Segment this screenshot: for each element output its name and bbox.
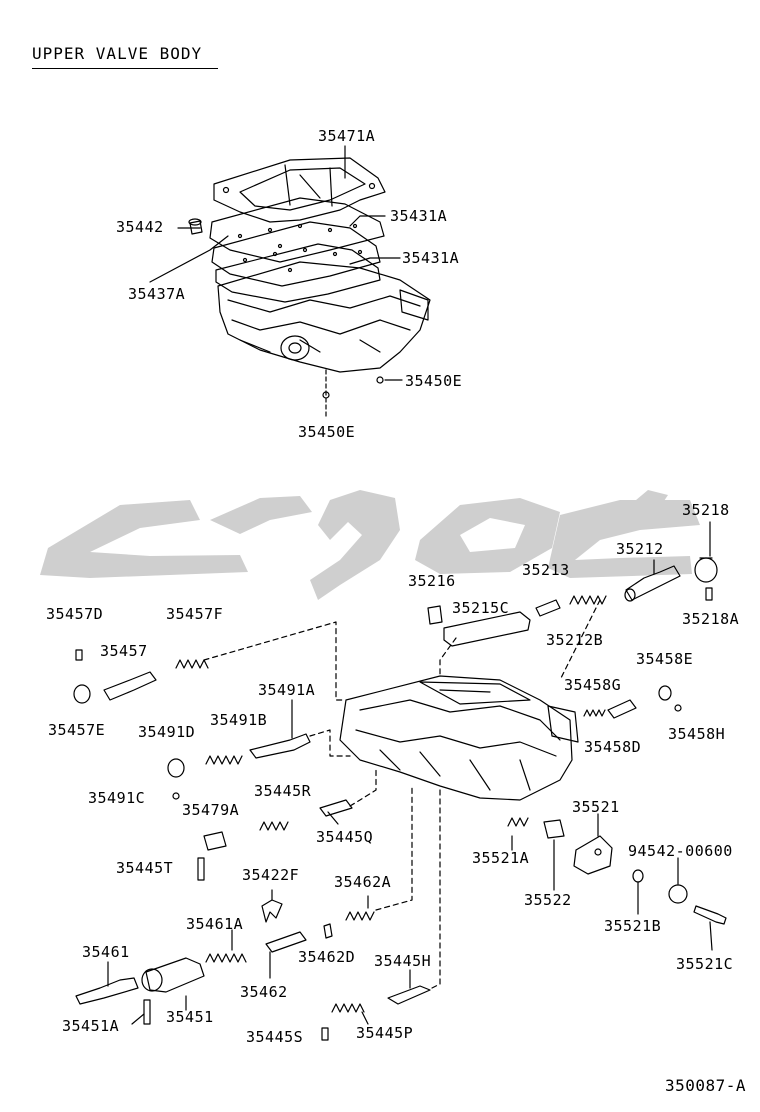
label-35422F: 35422F — [242, 866, 300, 884]
label-35212B: 35212B — [546, 631, 604, 649]
label-35461A: 35461A — [186, 915, 244, 933]
part-35445R — [259, 821, 289, 831]
part-35457E — [73, 684, 91, 704]
label-35458E: 35458E — [636, 650, 694, 668]
part-35457F — [175, 659, 209, 669]
label-35521C: 35521C — [676, 955, 734, 973]
label-35457D: 35457D — [46, 605, 104, 623]
label-35458H: 35458H — [668, 725, 726, 743]
label-35445S: 35445S — [246, 1028, 304, 1046]
lower-valve-body-block — [339, 675, 579, 801]
part-35462D — [323, 923, 333, 939]
part-35491D — [167, 758, 185, 778]
part-35422F — [261, 899, 283, 923]
part-35521 — [573, 835, 613, 875]
label-35457: 35457 — [100, 642, 148, 660]
label-35521: 35521 — [572, 798, 620, 816]
label-35458G: 35458G — [564, 676, 622, 694]
label-35491C: 35491C — [88, 789, 146, 807]
part-35445H — [387, 985, 431, 1005]
part-35216 — [427, 605, 443, 625]
label-35462A: 35462A — [334, 873, 392, 891]
drawing-code: 350087-A — [664, 1076, 746, 1095]
part-35451 — [145, 957, 205, 993]
part-35458H — [674, 704, 682, 712]
label-35216: 35216 — [408, 572, 456, 590]
label-35450E-right: 35450E — [405, 372, 463, 390]
label-35212: 35212 — [616, 540, 664, 558]
label-35471A: 35471A — [318, 127, 376, 145]
part-35451A — [143, 999, 151, 1025]
label-35437A: 35437A — [128, 285, 186, 303]
label-35462: 35462 — [240, 983, 288, 1001]
part-35461A — [205, 953, 247, 963]
label-35491D: 35491D — [138, 723, 196, 741]
label-35457F: 35457F — [166, 605, 224, 623]
part-35458E — [658, 685, 672, 701]
title-underline — [32, 68, 218, 69]
label-35213: 35213 — [522, 561, 570, 579]
label-35218: 35218 — [682, 501, 730, 519]
label-35451A: 35451A — [62, 1017, 120, 1035]
part-35521A — [507, 817, 529, 827]
label-35445H: 35445H — [374, 952, 432, 970]
label-35431A-upper: 35431A — [390, 207, 448, 225]
part-35521C — [693, 905, 727, 925]
label-35442: 35442 — [116, 218, 164, 236]
part-35215C — [443, 611, 531, 647]
label-35445Q: 35445Q — [316, 828, 374, 846]
label-94542-00600: 94542-00600 — [628, 842, 733, 860]
label-35491B: 35491B — [210, 711, 268, 729]
part-35491C — [172, 792, 180, 800]
label-35218A: 35218A — [682, 610, 740, 628]
label-35521A: 35521A — [472, 849, 530, 867]
label-35522: 35522 — [524, 891, 572, 909]
part-35445P — [331, 1003, 365, 1013]
label-35451: 35451 — [166, 1008, 214, 1026]
part-35521B — [632, 869, 644, 883]
part-35212 — [624, 559, 681, 602]
part-35213 — [535, 599, 561, 617]
part-35458D — [607, 699, 637, 719]
part-35462A — [345, 911, 375, 921]
part-35218A — [705, 587, 713, 601]
part-35491B — [205, 755, 243, 765]
part-35445T — [197, 857, 205, 881]
part-35218 — [694, 521, 718, 583]
part-35445S — [321, 1027, 329, 1041]
label-35431A-lower: 35431A — [402, 249, 460, 267]
part-35445Q — [319, 799, 353, 817]
part-35457 — [103, 671, 157, 701]
label-35450E-bottom: 35450E — [298, 423, 356, 441]
upper-valve-body-assembly — [149, 145, 431, 419]
part-35458G — [583, 709, 606, 717]
part-35522 — [543, 819, 565, 839]
part-35461 — [75, 977, 139, 1005]
assembly-guide-lines — [203, 599, 601, 989]
part-35479A — [203, 831, 227, 851]
label-35215C: 35215C — [452, 599, 510, 617]
part-35491A — [249, 733, 311, 759]
label-35462D: 35462D — [298, 948, 356, 966]
label-35445T: 35445T — [116, 859, 174, 877]
part-35462 — [265, 931, 307, 953]
label-35457E: 35457E — [48, 721, 106, 739]
part-94542-00600 — [668, 884, 688, 904]
label-35479A: 35479A — [182, 801, 240, 819]
label-35445P: 35445P — [356, 1024, 414, 1042]
label-35491A: 35491A — [258, 681, 316, 699]
label-35445R: 35445R — [254, 782, 312, 800]
label-35458D: 35458D — [584, 738, 642, 756]
diagram-title: UPPER VALVE BODY — [32, 44, 203, 63]
part-35457D — [75, 649, 83, 661]
label-35461: 35461 — [82, 943, 130, 961]
label-35521B: 35521B — [604, 917, 662, 935]
